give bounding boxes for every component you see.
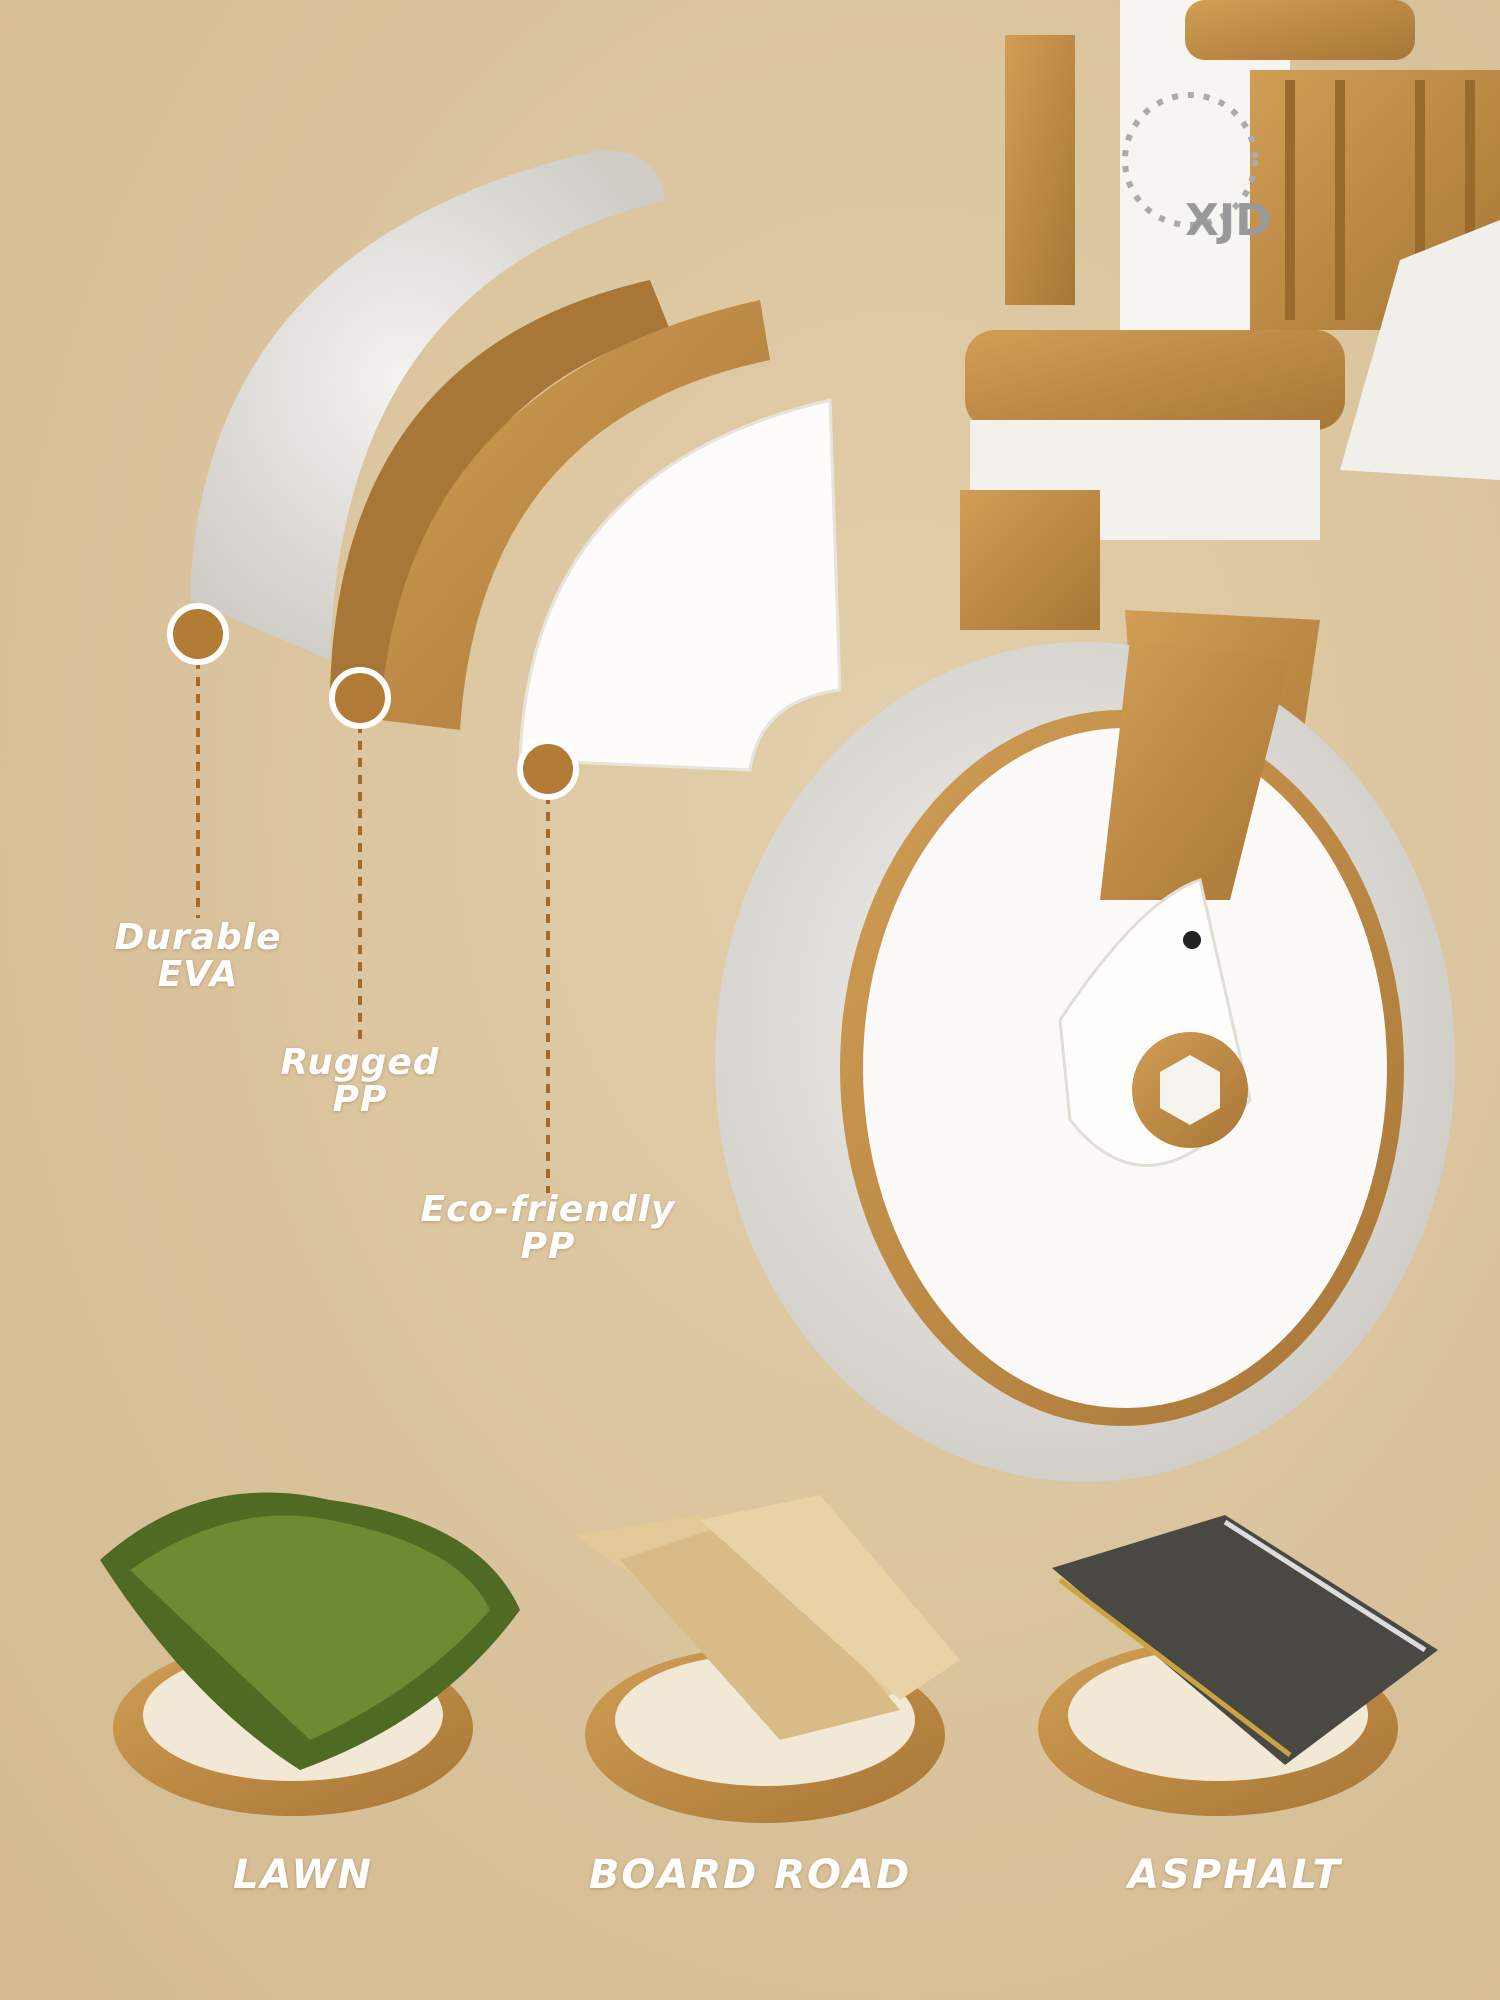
material-label-line1: Durable [114,917,282,958]
material-label-line1: Rugged [280,1042,440,1083]
material-label-eco-pp: Eco-friendly PP [388,1189,708,1267]
material-label-line2: PP [332,1078,388,1120]
callout-dot-eva [167,603,229,665]
surface-board-road [575,1495,960,1823]
wheel-layers [190,150,842,772]
material-label-line1: Eco-friendly [420,1189,676,1230]
surface-label-board-road: BOARD ROAD [588,1852,912,1898]
callouts [167,603,579,1193]
surface-label-asphalt: ASPHALT [1128,1852,1342,1898]
material-label-line2: PP [520,1225,576,1267]
material-label-eva: Durable EVA [78,917,318,995]
material-label-rugged-pp: Rugged PP [240,1042,480,1120]
surface-lawn [100,1492,520,1816]
brand-logo: XJD [1185,195,1272,246]
surface-label-lawn: LAWN [233,1852,373,1898]
surface-asphalt [1038,1515,1438,1816]
material-label-line2: EVA [157,953,239,995]
callout-dot-eco-pp [517,738,579,800]
front-wheel [715,640,1455,1482]
callout-dot-rugged-pp [329,667,391,729]
